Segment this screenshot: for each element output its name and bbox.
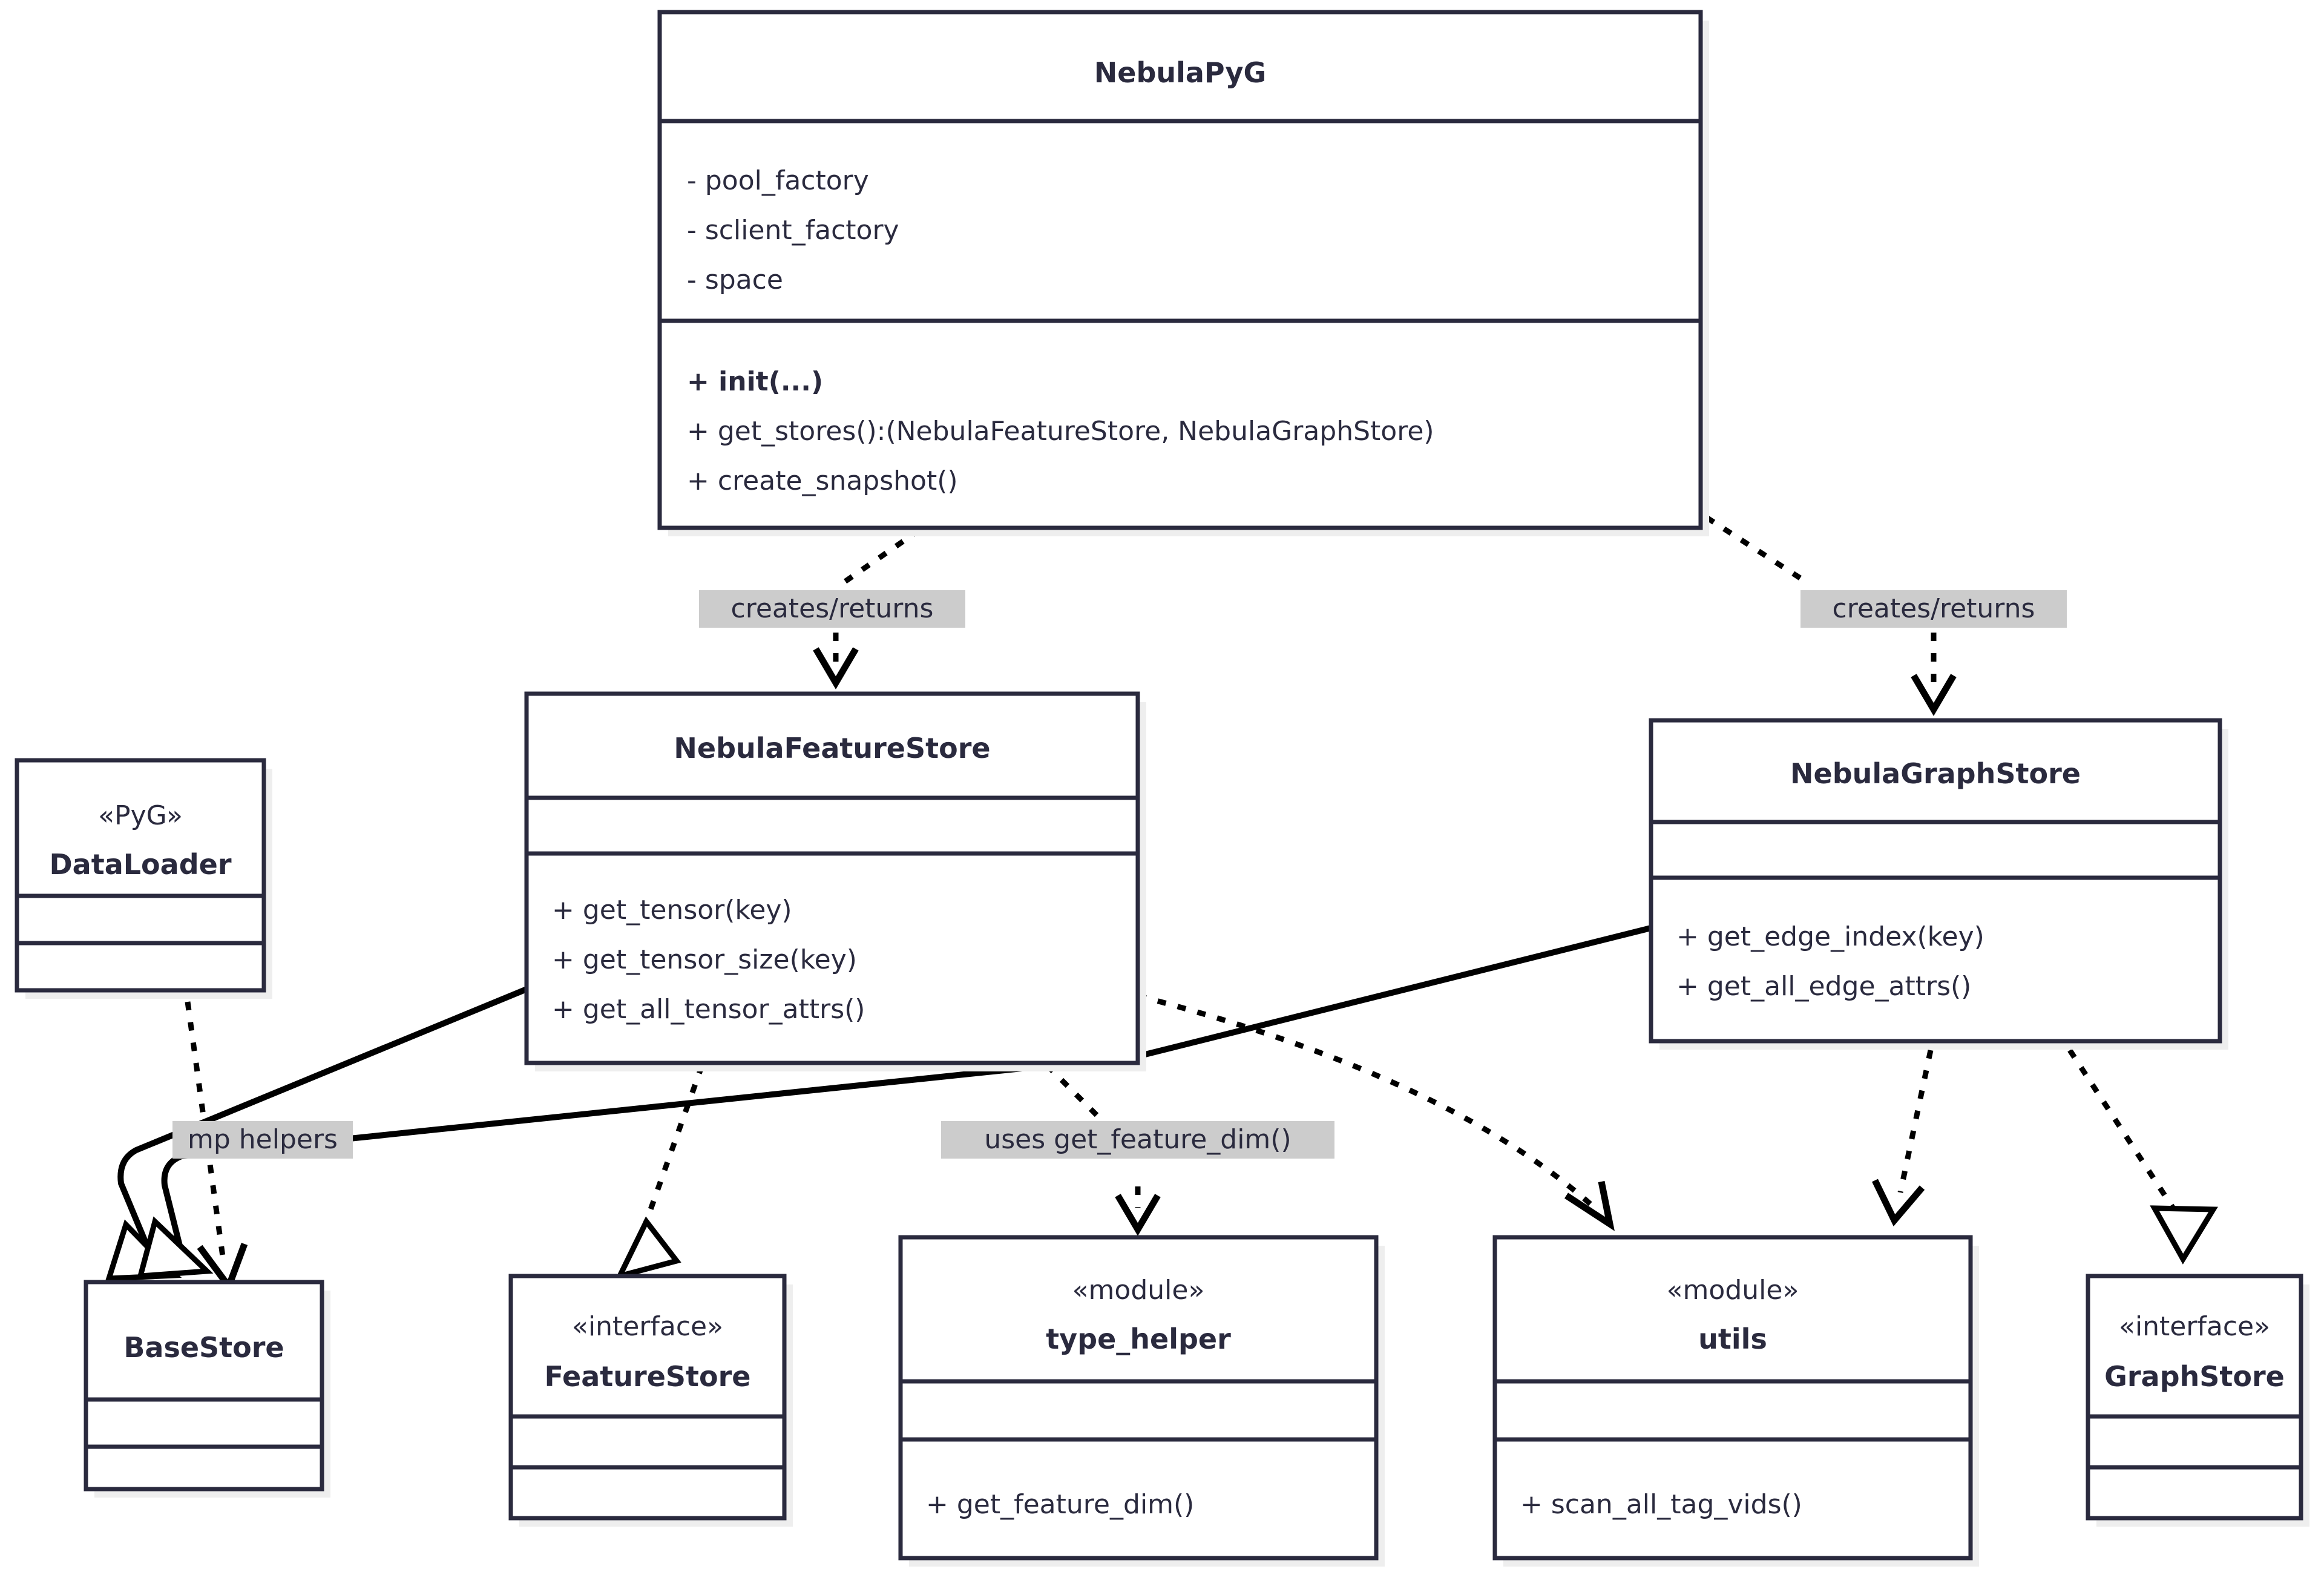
ifeaturestore-fill bbox=[511, 1276, 784, 1518]
nebulafeaturestore-fill bbox=[527, 694, 1138, 1063]
nebulapyg-method-0: + init(...) bbox=[687, 366, 823, 397]
nebulagraphstore-fill bbox=[1651, 720, 2220, 1041]
arrowhead-featurestore-dependency bbox=[813, 647, 859, 689]
nebulapyg-fill bbox=[660, 12, 1701, 528]
nebulapyg-method-1: + get_stores():(NebulaFeatureStore, Nebu… bbox=[687, 416, 1434, 447]
nebulagraphstore-method-1: + get_all_edge_attrs() bbox=[1676, 971, 1971, 1002]
mp-helpers-text: mp helpers bbox=[188, 1124, 338, 1155]
ifeaturestore-title: FeatureStore bbox=[544, 1360, 750, 1393]
class-box-nebulapyg[interactable]: NebulaPyG - pool_factory - sclient_facto… bbox=[657, 10, 1709, 536]
arrowhead-utils-dependency-b bbox=[1872, 1179, 1925, 1226]
class-box-nebulagraphstore[interactable]: NebulaGraphStore + get_edge_index(key) +… bbox=[1649, 718, 2228, 1050]
ifeaturestore-stereotype: «interface» bbox=[572, 1311, 723, 1342]
uses-get-feature-dim-text: uses get_feature_dim() bbox=[984, 1124, 1291, 1155]
class-box-typehelper[interactable]: «module» type_helper + get_feature_dim() bbox=[898, 1235, 1385, 1567]
nebulafeaturestore-method-2: + get_all_tensor_attrs() bbox=[552, 994, 865, 1025]
class-box-igraphstore[interactable]: «interface» GraphStore bbox=[2086, 1274, 2309, 1527]
nebulafeaturestore-border bbox=[524, 691, 1140, 1065]
edge-featurestore-to-typehelper-upper bbox=[1045, 1063, 1116, 1134]
typehelper-method-0: + get_feature_dim() bbox=[926, 1489, 1194, 1520]
nebulagraphstore-method-0: + get_edge_index(key) bbox=[1676, 921, 1984, 952]
utils-method-0: + scan_all_tag_vids() bbox=[1520, 1489, 1802, 1520]
creates-returns-feature-text: creates/returns bbox=[731, 593, 934, 624]
edge-pyg-to-graphstore-upper bbox=[1705, 515, 1811, 587]
edge-label-mp-helpers: mp helpers bbox=[172, 1121, 353, 1159]
igraphstore-stereotype: «interface» bbox=[2119, 1311, 2270, 1342]
arrowhead-utils-dependency-a bbox=[1564, 1180, 1615, 1231]
utils-border bbox=[1492, 1235, 1973, 1561]
class-box-ifeaturestore[interactable]: «interface» FeatureStore bbox=[508, 1274, 793, 1527]
typehelper-stereotype: «module» bbox=[1072, 1275, 1205, 1306]
edge-label-creates-returns-graph: creates/returns bbox=[1800, 590, 2067, 628]
edge-featurestore-to-basestore bbox=[117, 984, 534, 1257]
edge-label-uses-get-feature-dim: uses get_feature_dim() bbox=[941, 1121, 1334, 1159]
nebulapyg-attribute-1: - sclient_factory bbox=[687, 215, 899, 246]
typehelper-fill bbox=[901, 1237, 1376, 1558]
nebulapyg-attribute-2: - space bbox=[687, 265, 783, 295]
nebulafeaturestore-title: NebulaFeatureStore bbox=[674, 732, 990, 765]
edge-graphstore-to-igraphstore bbox=[2067, 1048, 2181, 1219]
nebulagraphstore-border bbox=[1649, 718, 2222, 1044]
dataloader-fill bbox=[17, 760, 264, 990]
creates-returns-feature-highlight bbox=[699, 590, 965, 628]
arrowhead-typehelper-dependency bbox=[1115, 1194, 1161, 1236]
igraphstore-fill bbox=[2088, 1276, 2301, 1518]
dataloader-stereotype: «PyG» bbox=[98, 800, 183, 831]
creates-returns-graph-text: creates/returns bbox=[1833, 593, 2035, 624]
dataloader-border bbox=[15, 758, 266, 993]
ifeaturestore-border bbox=[508, 1274, 787, 1521]
typehelper-title: type_helper bbox=[1046, 1323, 1231, 1355]
creates-returns-graph-highlight bbox=[1800, 590, 2067, 628]
basestore-border bbox=[84, 1280, 324, 1492]
class-box-nebulafeaturestore[interactable]: NebulaFeatureStore + get_tensor(key) + g… bbox=[524, 691, 1146, 1071]
edge-label-creates-returns-feature: creates/returns bbox=[699, 590, 965, 628]
arrowhead-graphstore-dependency bbox=[1911, 674, 1957, 716]
igraphstore-title: GraphStore bbox=[2104, 1360, 2285, 1393]
utils-fill bbox=[1495, 1237, 1971, 1558]
class-box-utils[interactable]: «module» utils + scan_all_tag_vids() bbox=[1492, 1235, 1979, 1567]
nebulapyg-method-2: + create_snapshot() bbox=[687, 465, 958, 496]
edge-featurestore-to-ifeaturestore bbox=[638, 1064, 705, 1236]
basestore-fill bbox=[86, 1282, 322, 1489]
arrowhead-ifeaturestore-realization bbox=[614, 1216, 681, 1280]
nebulafeaturestore-method-1: + get_tensor_size(key) bbox=[552, 944, 857, 975]
nebulapyg-border bbox=[657, 10, 1703, 530]
edge-dataloader-to-basestore bbox=[185, 1001, 227, 1266]
dataloader-title: DataLoader bbox=[49, 848, 231, 881]
arrowhead-basestore-inheritance-b bbox=[137, 1216, 214, 1279]
typehelper-border bbox=[898, 1235, 1379, 1561]
edge-graphstore-to-utils bbox=[1897, 1050, 1934, 1193]
utils-stereotype: «module» bbox=[1667, 1275, 1799, 1306]
nebulagraphstore-title: NebulaGraphStore bbox=[1790, 757, 2081, 790]
igraphstore-border bbox=[2086, 1274, 2303, 1521]
edge-featurestore-to-utils bbox=[1137, 993, 1600, 1213]
utils-title: utils bbox=[1698, 1323, 1767, 1355]
uses-get-feature-dim-highlight bbox=[941, 1121, 1334, 1159]
class-box-basestore[interactable]: BaseStore bbox=[84, 1280, 330, 1498]
nebulapyg-attribute-0: - pool_factory bbox=[687, 165, 869, 196]
basestore-title: BaseStore bbox=[123, 1331, 284, 1364]
edge-pyg-to-featurestore-upper bbox=[839, 527, 922, 587]
class-box-dataloader[interactable]: «PyG» DataLoader bbox=[15, 758, 272, 999]
mp-helpers-highlight bbox=[172, 1121, 353, 1159]
arrowhead-igraphstore-realization bbox=[2150, 1205, 2218, 1265]
nebulapyg-title: NebulaPyG bbox=[1094, 56, 1267, 89]
nebulafeaturestore-method-0: + get_tensor(key) bbox=[552, 895, 792, 926]
